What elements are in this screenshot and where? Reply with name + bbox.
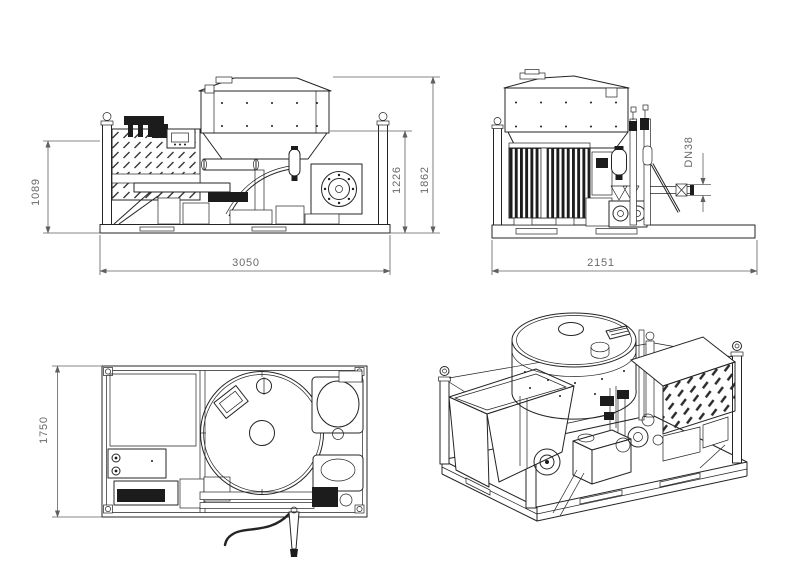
tank-bolts <box>221 102 318 127</box>
forklift-slot <box>465 477 491 496</box>
discharge-hose <box>223 506 300 557</box>
dim-1750 <box>52 365 102 518</box>
dim-1089 <box>43 140 100 234</box>
mid-machinery <box>113 146 363 225</box>
dim-3050-label: 3050 <box>232 257 260 269</box>
right-frame-valves <box>629 104 681 226</box>
hose <box>228 168 292 217</box>
lifting-eye-icon <box>102 112 112 121</box>
dim-1226 <box>330 130 412 234</box>
dim-1750-label: 1750 <box>38 416 50 444</box>
dim-dn38 <box>687 153 711 212</box>
valve-manifold <box>124 116 164 125</box>
lid-hatch <box>213 385 249 419</box>
perforated-panel <box>629 336 737 462</box>
front-elevation-view: 1089 1226 1862 3050 <box>30 76 440 275</box>
beam <box>199 491 315 500</box>
display-screen <box>171 132 189 143</box>
machinery-cluster <box>533 386 726 517</box>
pump-assembly <box>585 146 648 228</box>
base-skid-iso <box>441 414 748 522</box>
lifting-eye-icon <box>493 117 502 125</box>
control-display <box>166 128 196 149</box>
control-cabinet <box>111 116 201 201</box>
blower-inlet <box>533 448 561 476</box>
dim-dn38-label: DN38 <box>683 136 695 167</box>
pump-motor <box>152 124 168 138</box>
dim-1089-label: 1089 <box>30 178 42 206</box>
dim-1226-label: 1226 <box>391 166 403 194</box>
end-elevation-view: DN38 2151 <box>491 69 758 275</box>
beam <box>199 502 315 509</box>
dim-1862 <box>333 76 440 234</box>
dim-3050 <box>99 235 391 275</box>
mixer-tank <box>198 76 332 160</box>
isometric-view <box>438 312 748 522</box>
gauge-panel <box>107 448 167 479</box>
base-skid <box>491 224 756 239</box>
nozzle <box>288 511 300 550</box>
lifting-eye-icon <box>645 331 655 341</box>
pump-assembly-top <box>311 370 364 507</box>
manhole <box>558 322 584 336</box>
frame-post <box>491 117 504 226</box>
mixer-tank-iso <box>511 312 637 468</box>
pulley <box>627 426 649 448</box>
dim-2151-label: 2151 <box>587 257 615 269</box>
plan-view: 1750 <box>38 365 368 557</box>
motor-block <box>113 476 231 509</box>
mixer-tank <box>503 69 630 149</box>
lifting-eye-icon <box>378 112 388 121</box>
accumulator <box>611 148 627 176</box>
blower <box>310 163 363 215</box>
base-skid <box>99 224 391 234</box>
dim-1862-label: 1862 <box>419 166 431 194</box>
outlet-pipe <box>650 183 694 197</box>
tank-support <box>202 132 328 160</box>
dim-2151 <box>491 240 758 275</box>
funnel <box>610 185 628 201</box>
inlet-cylinder <box>590 341 610 359</box>
radiator-grille <box>508 142 591 226</box>
forklift-slot <box>659 472 701 488</box>
accumulator <box>288 148 301 177</box>
forklift-slot <box>579 489 623 505</box>
lid-control-box <box>605 325 631 340</box>
lifting-eye-icon <box>439 366 450 376</box>
lifting-eye-icon <box>732 341 742 351</box>
tank-compartment <box>109 373 197 447</box>
